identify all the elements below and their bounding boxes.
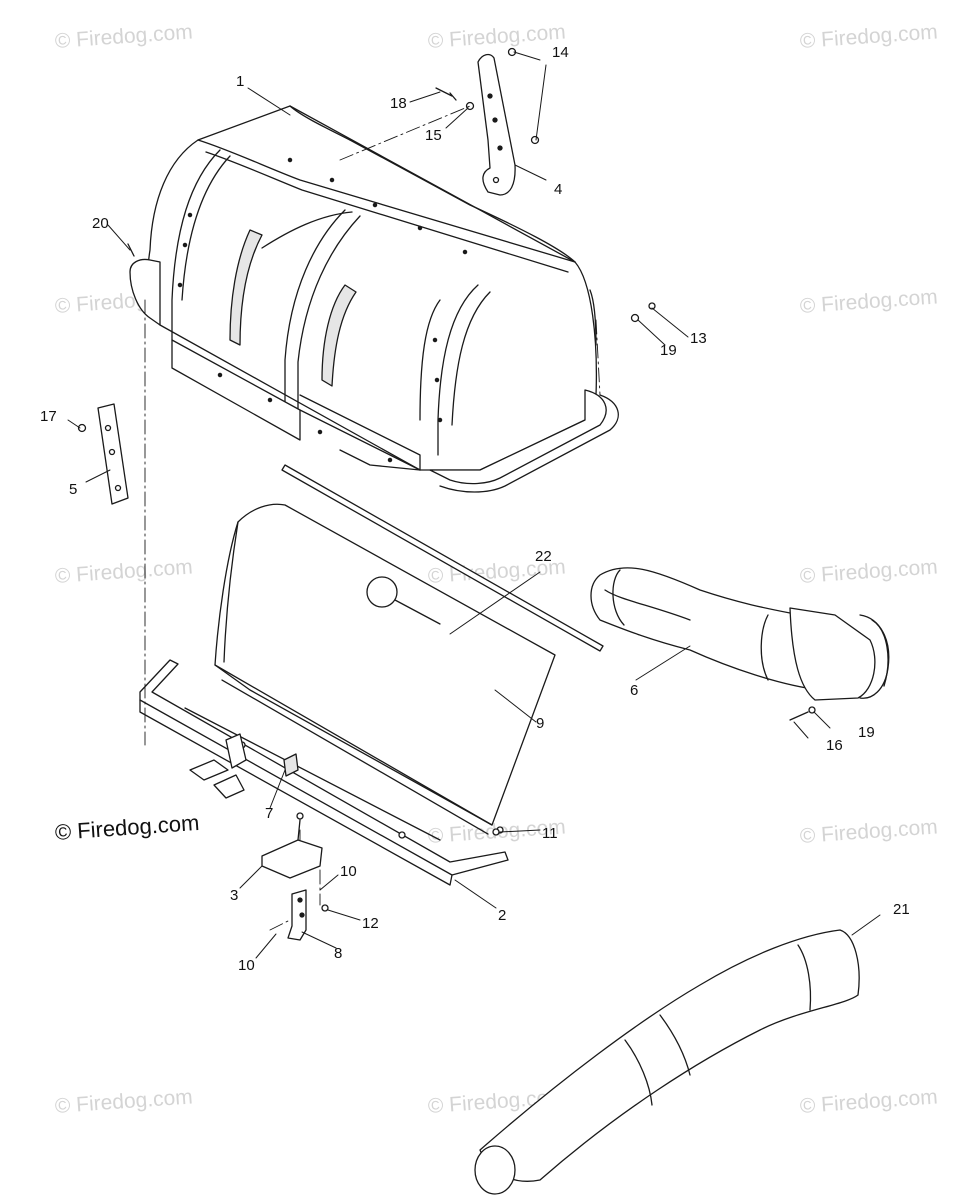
- washer-19a: [630, 313, 640, 323]
- intake-duct-6: [590, 567, 890, 701]
- panel-9: [214, 503, 556, 835]
- frame-rail-2: [139, 659, 509, 886]
- callout-21: 21: [893, 901, 910, 918]
- hose-21: [474, 929, 860, 1195]
- hood-cover: [129, 105, 619, 493]
- callout-6: 6: [630, 682, 639, 699]
- callout-10a: 10: [340, 863, 357, 880]
- hinge-bracket-3: [261, 812, 323, 879]
- screw-11: [492, 828, 500, 836]
- plate-5: [77, 403, 129, 505]
- callout-2: 2: [498, 907, 507, 924]
- trim-strip-22: [281, 464, 604, 652]
- callout-14: 14: [552, 44, 569, 61]
- callout-16: 16: [826, 737, 843, 754]
- callout-18: 18: [390, 95, 407, 112]
- screw-20: [127, 243, 135, 257]
- callout-20: 20: [92, 215, 109, 232]
- nut-14b: [530, 135, 540, 145]
- callout-12: 12: [362, 915, 379, 932]
- callout-15: 15: [425, 127, 442, 144]
- callout-9: 9: [536, 715, 545, 732]
- washer-19b: [808, 706, 816, 714]
- leader-lines: [67, 51, 881, 959]
- callout-19b: 19: [858, 724, 875, 741]
- nut-13: [648, 302, 656, 310]
- bolt-16: [789, 711, 809, 721]
- callout-10b: 10: [238, 957, 255, 974]
- callout-4: 4: [554, 181, 563, 198]
- callout-7: 7: [265, 805, 274, 822]
- callout-8: 8: [334, 945, 343, 962]
- nut-12: [321, 904, 329, 912]
- callout-13: 13: [690, 330, 707, 347]
- callout-3: 3: [230, 887, 239, 904]
- bolt-18: [435, 87, 457, 101]
- latch-hook-8: [287, 889, 307, 941]
- bracket-4: [477, 53, 516, 196]
- assembly-lines: [144, 105, 601, 931]
- callout-19a: 19: [660, 342, 677, 359]
- callout-11: 11: [542, 825, 558, 842]
- callout-5: 5: [69, 481, 78, 498]
- callout-17: 17: [40, 408, 57, 425]
- callout-1: 1: [236, 73, 245, 90]
- callout-22: 22: [535, 548, 552, 565]
- latch-assembly: [189, 733, 299, 799]
